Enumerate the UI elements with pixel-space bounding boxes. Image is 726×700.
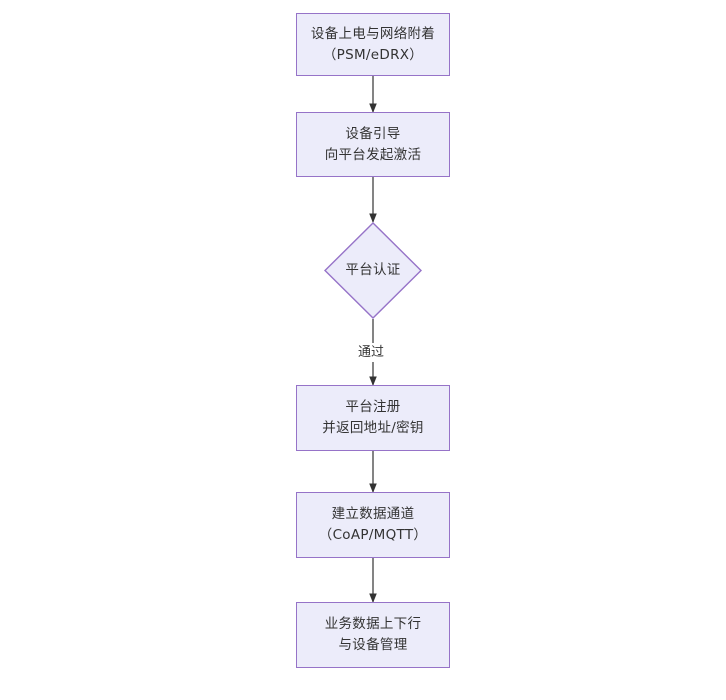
- flow-node-n5[interactable]: 建立数据通道 （CoAP/MQTT）: [296, 492, 450, 558]
- flow-node-label-line: 与设备管理: [338, 637, 408, 653]
- flow-node-n1[interactable]: 设备上电与网络附着 （PSM/eDRX）: [296, 13, 450, 76]
- flow-node-label-line: 业务数据上下行: [324, 616, 422, 632]
- flow-node-n6[interactable]: 业务数据上下行与设备管理: [296, 602, 450, 668]
- flow-node-label-line: 设备引导: [345, 125, 401, 142]
- flow-edge-label-e3: 通过: [355, 343, 388, 362]
- flow-node-n3[interactable]: 平台认证: [324, 222, 422, 319]
- flow-node-n4[interactable]: 平台注册并返回地址/密钥: [296, 385, 450, 451]
- flow-node-n2[interactable]: 设备引导向平台发起激活: [296, 112, 450, 177]
- flow-node-label-line: 设备上电与网络附着: [310, 25, 436, 42]
- diamond-shape-icon: [324, 222, 422, 319]
- flow-node-label-line: （CoAP/MQTT）: [318, 527, 428, 543]
- flow-node-label-line: 建立数据通道: [331, 506, 415, 522]
- flow-node-label-line: 并返回地址/密钥: [322, 420, 424, 436]
- flow-node-label-line: 平台注册: [345, 399, 401, 415]
- flow-node-label-line: 向平台发起激活: [324, 146, 422, 163]
- flow-node-label: 平台认证: [345, 262, 401, 278]
- flow-node-label-line: （PSM/eDRX）: [322, 46, 424, 63]
